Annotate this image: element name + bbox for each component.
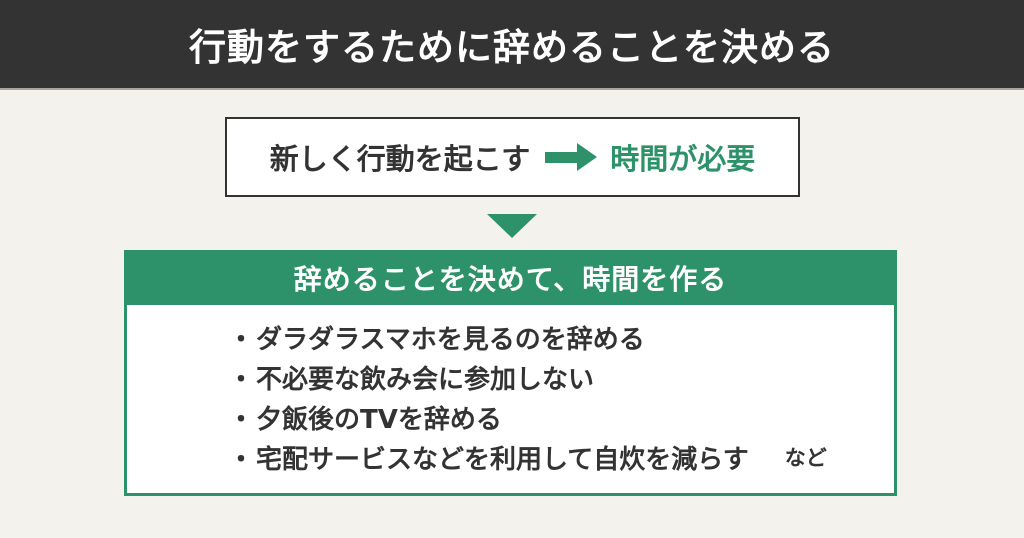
page-title: 行動をするために辞めることを決める — [189, 26, 835, 69]
bullet-glyph: ・ — [228, 444, 255, 475]
solution-list: ・ ダラダラスマホを見るのを辞める ・ 不必要な飲み会に参加しない ・ 夕飯後の… — [124, 305, 897, 496]
list-item-text: 不必要な飲み会に参加しない — [256, 364, 595, 395]
solution-box: 辞めることを決めて、時間を作る ・ ダラダラスマホを見るのを辞める ・ 不必要な… — [124, 250, 897, 496]
premise-action-text: 新しく行動を起こす — [269, 142, 531, 176]
bullet-glyph: ・ — [228, 404, 255, 435]
down-arrow-icon — [487, 214, 537, 238]
list-item: ・ 宅配サービスなどを利用して自炊を減らす など — [228, 437, 880, 477]
premise-result-text: 時間が必要 — [610, 142, 756, 176]
title-bar: 行動をするために辞めることを決める — [0, 0, 1024, 90]
right-arrow-icon — [545, 143, 598, 171]
solution-heading-text: 辞めることを決めて、時間を作る — [293, 262, 728, 296]
list-item-text: 夕飯後のTVを辞める — [256, 404, 502, 435]
list-item-text: ダラダラスマホを見るのを辞める — [256, 324, 645, 355]
list-item-text: 宅配サービスなどを利用して自炊を減らす — [256, 444, 749, 475]
premise-box: 新しく行動を起こす 時間が必要 — [225, 117, 800, 197]
bullet-glyph: ・ — [228, 364, 255, 395]
right-arrow-head — [577, 143, 598, 171]
list-item: ・ ダラダラスマホを見るのを辞める — [228, 317, 880, 357]
list-item: ・ 不必要な飲み会に参加しない — [228, 357, 880, 397]
solution-box-header: 辞めることを決めて、時間を作る — [124, 250, 897, 305]
list-item: ・ 夕飯後のTVを辞める — [228, 397, 880, 437]
right-arrow-shaft — [545, 151, 578, 163]
list-suffix-text: など — [784, 446, 827, 470]
bullet-glyph: ・ — [228, 324, 255, 355]
